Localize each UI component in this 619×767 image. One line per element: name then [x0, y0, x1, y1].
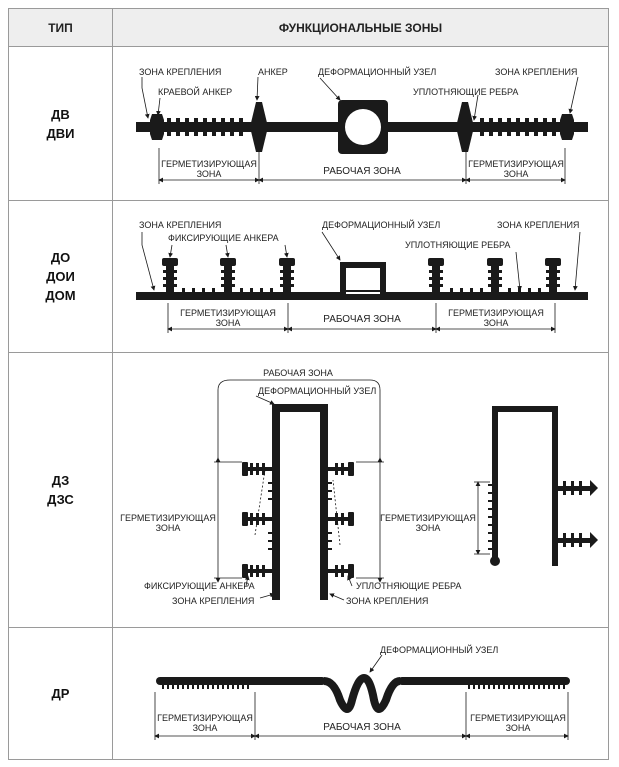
label-sealing-ribs: УПЛОТНЯЮЩИЕ РЕБРА: [356, 581, 461, 591]
row-divider: [9, 352, 608, 353]
type-cell-dv: ДВ ДВИ: [9, 47, 113, 200]
label-anchor: АНКЕР: [258, 67, 288, 77]
row-divider: [9, 200, 608, 201]
label-deformation-node: ДЕФОРМАЦИОННЫЙ УЗЕЛ: [258, 385, 376, 396]
waterstop-dv-diagram: ЗОНА КРЕПЛЕНИЯ АНКЕР ДЕФОРМАЦИОННЫЙ УЗЕЛ…: [136, 66, 588, 184]
header-type-cell: ТИП: [9, 9, 113, 47]
fixing-anchors: [162, 258, 561, 292]
label-sealing-zone: ГЕРМЕТИЗИРУЮЩАЯ: [470, 713, 566, 723]
type-cell-dz: ДЗ ДЗС: [9, 352, 113, 627]
label-deformation-node: ДЕФОРМАЦИОННЫЙ УЗЕЛ: [318, 66, 436, 77]
label-sealing-zone: ГЕРМЕТИЗИРУЮЩАЯ: [448, 308, 544, 318]
type-code: ДОМ: [45, 287, 76, 303]
waterstop-dz-diagram: РАБОЧАЯ ЗОНА ДЕФОРМАЦИОННЫЙ УЗЕЛ ГЕРМЕТИ…: [120, 368, 598, 606]
waterstop-dr-diagram: ДЕФОРМАЦИОННЫЙ УЗЕЛ ГЕРМЕТИЗИРУЮЩАЯ ЗОНА…: [154, 644, 570, 740]
header-type-label: ТИП: [48, 20, 73, 35]
type-code: ДВ: [51, 106, 70, 122]
label-working-zone: РАБОЧАЯ ЗОНА: [323, 166, 401, 177]
label-fixing-zone: ЗОНА КРЕПЛЕНИЯ: [139, 67, 221, 77]
sealing-ribs: [182, 288, 541, 292]
label-deformation-node: ДЕФОРМАЦИОННЫЙ УЗЕЛ: [380, 644, 498, 655]
sealing-ribs-left: [167, 118, 243, 136]
label-fixing-zone: ЗОНА КРЕПЛЕНИЯ: [172, 596, 254, 606]
label-fixing-zone: ЗОНА КРЕПЛЕНИЯ: [495, 67, 577, 77]
label-sealing-ribs: УПЛОТНЯЮЩИЕ РЕБРА: [413, 87, 518, 97]
label-sealing-zone: ГЕРМЕТИЗИРУЮЩАЯ: [157, 713, 253, 723]
fixing-anchors-right: [328, 462, 354, 578]
type-code: ДЗ: [51, 472, 70, 488]
type-code: ДВИ: [46, 125, 75, 141]
label-sealing-zone: ГЕРМЕТИЗИРУЮЩАЯ: [161, 159, 257, 169]
type-code: ДОИ: [46, 268, 75, 284]
label-edge-anchor: КРАЕВОЙ АНКЕР: [158, 86, 232, 97]
label-fixing-zone: ЗОНА КРЕПЛЕНИЯ: [497, 220, 579, 230]
label-sealing-zone-word: ЗОНА: [197, 169, 222, 179]
label-sealing-zone-word: ЗОНА: [506, 723, 531, 733]
label-sealing-zone-word: ЗОНА: [504, 169, 529, 179]
type-code: ДО: [50, 249, 71, 265]
sealing-ribs-right: [468, 684, 565, 689]
side-profile-ribs: [488, 480, 598, 550]
row-divider: [9, 627, 608, 628]
label-fixing-zone: ЗОНА КРЕПЛЕНИЯ: [346, 596, 428, 606]
header-zones-label: ФУНКЦИОНАЛЬНЫЕ ЗОНЫ: [278, 20, 443, 35]
label-deformation-node: ДЕФОРМАЦИОННЫЙ УЗЕЛ: [322, 219, 440, 230]
waterstop-do-diagram: ЗОНА КРЕПЛЕНИЯ ФИКСИРУЮЩИЕ АНКЕРА ДЕФОРМ…: [136, 219, 588, 333]
label-fixing-anchors: ФИКСИРУЮЩИЕ АНКЕРА: [144, 581, 255, 591]
label-fixing-zone: ЗОНА КРЕПЛЕНИЯ: [139, 220, 221, 230]
sealing-ribs-right: [480, 118, 556, 136]
label-sealing-zone: ГЕРМЕТИЗИРУЮЩАЯ: [468, 159, 564, 169]
type-code: ДР: [51, 685, 70, 701]
sealing-ribs-left: [162, 684, 249, 689]
label-sealing-zone-word: ЗОНА: [484, 318, 509, 328]
fixing-anchors-left: [242, 462, 272, 578]
type-code: ДЗС: [47, 491, 74, 507]
label-fixing-anchors: ФИКСИРУЮЩИЕ АНКЕРА: [168, 233, 279, 243]
sealing-ribs: [268, 482, 332, 550]
label-working-zone: РАБОЧАЯ ЗОНА: [323, 722, 401, 733]
label-sealing-ribs: УПЛОТНЯЮЩИЕ РЕБРА: [405, 240, 510, 250]
label-sealing-zone: ГЕРМЕТИЗИРУЮЩАЯ: [180, 308, 276, 318]
header-zones-cell: ФУНКЦИОНАЛЬНЫЕ ЗОНЫ: [113, 9, 608, 47]
label-sealing-zone: ГЕРМЕТИЗИРУЮЩАЯ: [120, 513, 216, 523]
label-sealing-zone-word: ЗОНА: [193, 723, 218, 733]
type-cell-do: ДО ДОИ ДОМ: [9, 200, 113, 352]
label-sealing-zone-word: ЗОНА: [416, 523, 441, 533]
label-working-zone: РАБОЧАЯ ЗОНА: [323, 314, 401, 325]
label-sealing-zone-word: ЗОНА: [216, 318, 241, 328]
label-sealing-zone: ГЕРМЕТИЗИРУЮЩАЯ: [380, 513, 476, 523]
type-cell-dr: ДР: [9, 627, 113, 759]
label-sealing-zone-word: ЗОНА: [156, 523, 181, 533]
label-working-zone: РАБОЧАЯ ЗОНА: [263, 368, 333, 378]
